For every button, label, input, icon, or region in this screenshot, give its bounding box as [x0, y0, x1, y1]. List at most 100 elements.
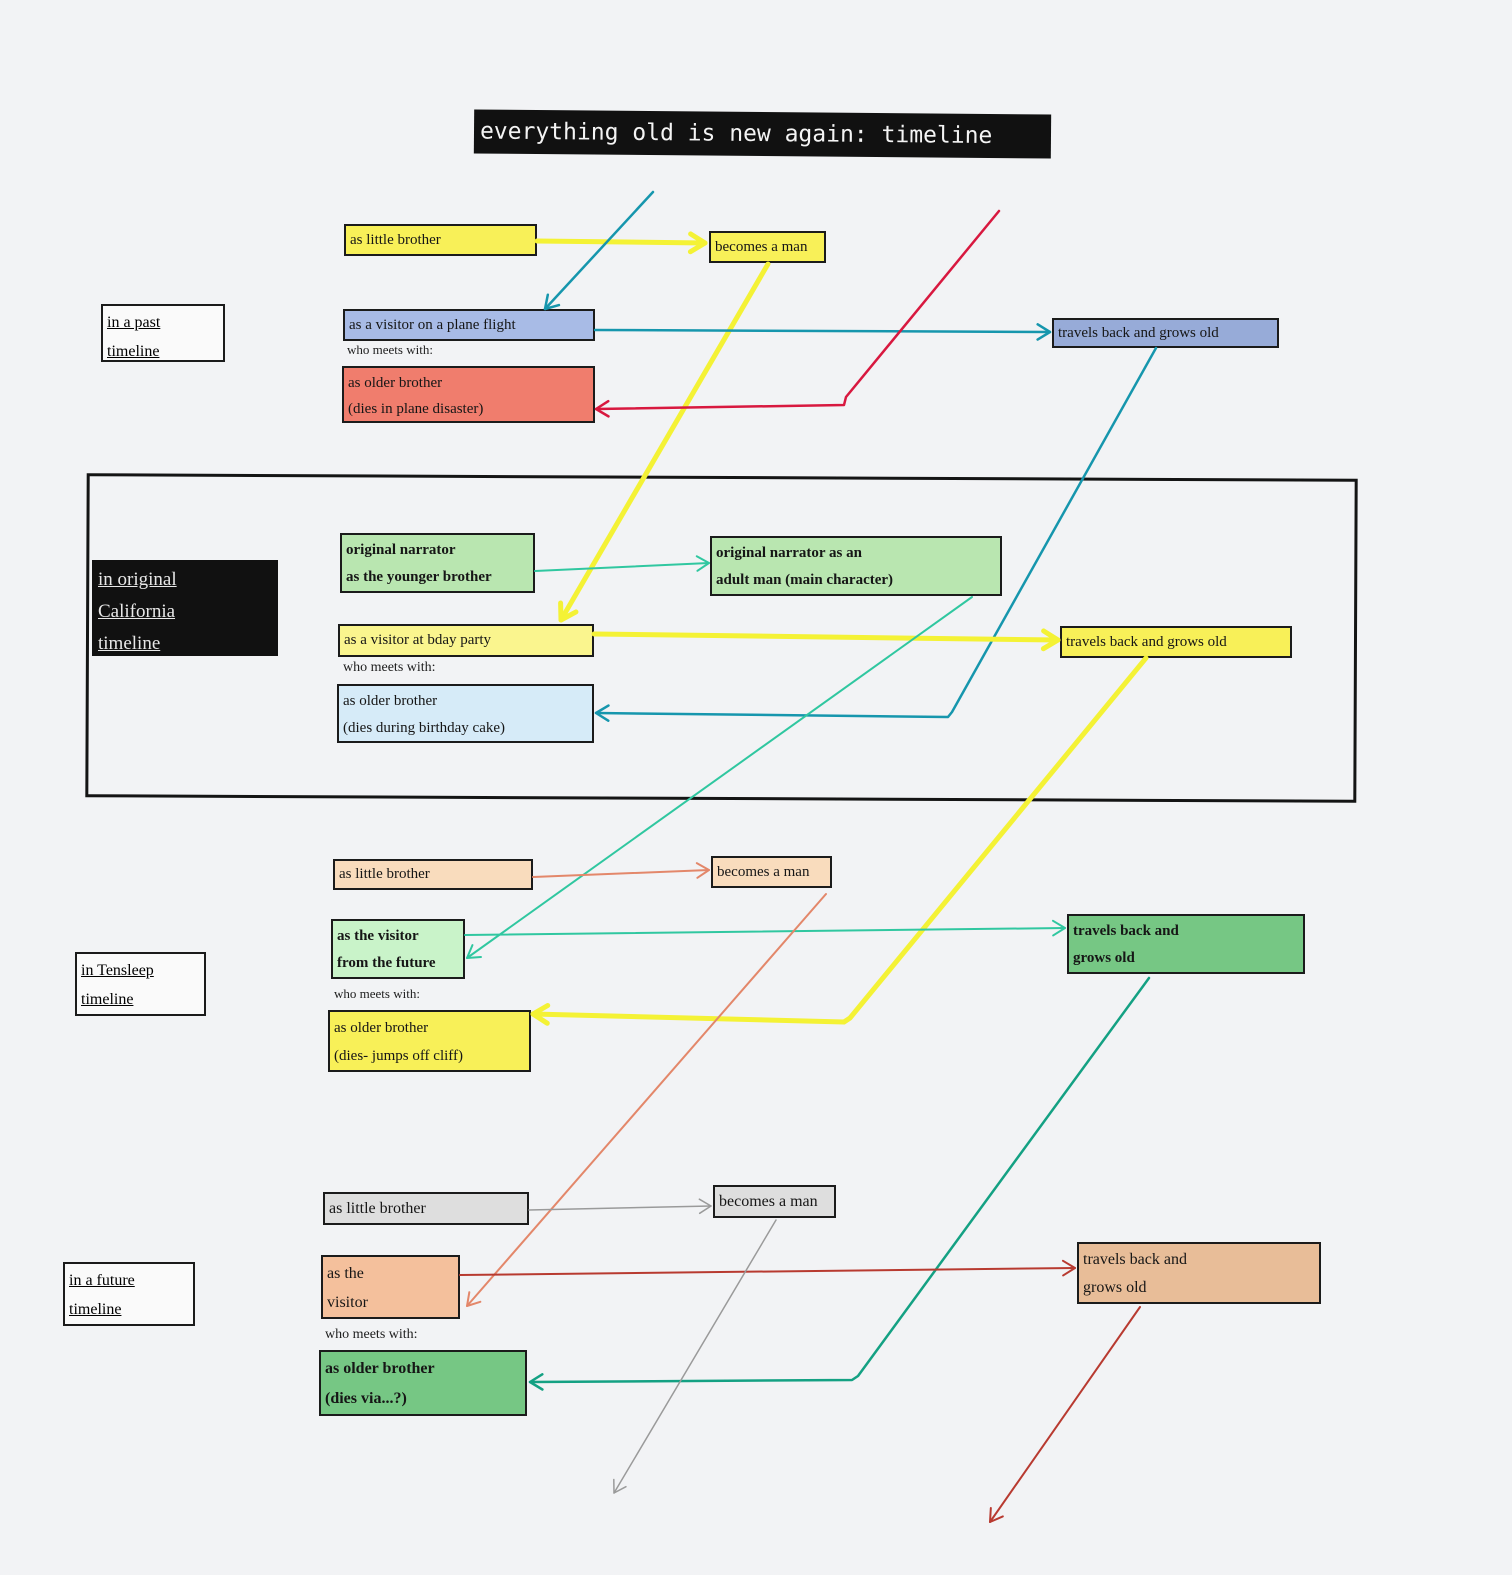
arrow-head: [695, 862, 710, 879]
timeline-label-line: in original: [98, 569, 177, 590]
connector-line: [534, 238, 708, 246]
arrow-fut-little-to-man: [528, 1198, 712, 1215]
box-fut-travels-back: travels back and grows old: [1077, 1242, 1321, 1304]
arrow-ten-little-to-man: [532, 862, 710, 879]
box-text: as a visitor at bday party: [344, 632, 492, 648]
box-cal-visitor: as a visitor at bday party: [338, 624, 594, 657]
connector-line: [543, 190, 655, 311]
box-text: as older brother: [343, 693, 438, 709]
box-fut-older-brother: as older brother (dies via...?): [319, 1350, 527, 1416]
timeline-label-line: in a future: [69, 1272, 135, 1289]
box-text: as the: [327, 1265, 364, 1282]
box-past-visitor: as a visitor on a plane flight: [343, 309, 595, 341]
box-ten-becomes-man: becomes a man: [711, 856, 832, 888]
connector-line: [613, 1219, 777, 1494]
box-cal-older-brother: as older brother (dies during birthday c…: [337, 684, 594, 743]
connector-line: [532, 869, 710, 878]
box-text: (dies- jumps off cliff): [334, 1048, 464, 1064]
box-text: travels back and grows old: [1058, 325, 1219, 341]
box-text: as the visitor: [337, 928, 419, 944]
box-fut-little-brother: as little brother: [323, 1192, 529, 1225]
meets-with-label: who meets with:: [334, 986, 420, 1001]
arrow-head: [687, 231, 708, 255]
box-text: as older brother: [334, 1020, 429, 1036]
timeline-label-tensleep: in Tensleep timeline: [75, 952, 206, 1016]
meets-with-label: who meets with:: [325, 1327, 418, 1342]
box-text: adult man (main character): [716, 572, 894, 588]
arrow-fut-visitor-to-travels: [459, 1259, 1076, 1277]
timeline-label-line: California: [98, 601, 176, 622]
arrow-fut-travels-to-below: [989, 1306, 1141, 1523]
box-text: as the younger brother: [346, 569, 492, 585]
box-text: as little brother: [350, 232, 441, 248]
connector-line: [528, 976, 1151, 1384]
timeline-label-line: timeline: [98, 633, 161, 654]
arrow-head: [698, 1198, 712, 1215]
box-past-little-brother: as little brother: [344, 224, 537, 256]
box-text: as older brother: [325, 1360, 435, 1377]
connector-line: [528, 1205, 712, 1211]
box-text: as little brother: [329, 1200, 426, 1217]
box-text: becomes a man: [715, 239, 808, 255]
box-text: grows old: [1083, 1279, 1147, 1296]
box-text: (dies in plane disaster): [348, 401, 484, 417]
arrow-head: [466, 1291, 482, 1307]
box-ten-travels-back: travels back and grows old: [1067, 914, 1305, 974]
box-text: (dies via...?): [325, 1390, 407, 1407]
meets-with-label: who meets with:: [343, 660, 436, 675]
box-text: visitor: [327, 1294, 368, 1311]
timeline-label-line: timeline: [107, 343, 160, 360]
timeline-label-line: timeline: [69, 1301, 122, 1318]
box-text: travels back and: [1073, 923, 1179, 939]
arrow-ten-travels-to-fut-older: [528, 976, 1151, 1391]
box-text: original narrator: [346, 542, 456, 558]
arrow-head: [543, 293, 561, 311]
box-text: (dies during birthday cake): [343, 720, 506, 736]
meets-with-label: who meets with:: [347, 342, 433, 357]
connector-line: [989, 1306, 1141, 1523]
timeline-label-line: in Tensleep: [81, 962, 154, 979]
box-past-travels-back: travels back and grows old: [1052, 318, 1279, 348]
box-text: as a visitor on a plane flight: [349, 317, 516, 333]
box-text: becomes a man: [717, 864, 810, 880]
arrow-head: [528, 1373, 544, 1391]
box-ten-visitor: as the visitor from the future: [331, 919, 465, 979]
box-cal-adult-man: original narrator as an adult man (main …: [710, 536, 1002, 596]
arrow-head: [989, 1507, 1004, 1523]
arrow-head: [594, 399, 610, 418]
arrow-head: [530, 1002, 551, 1026]
box-ten-little-brother: as little brother: [333, 859, 533, 890]
arrow-ten-visitor-to-travels: [464, 919, 1066, 937]
box-ten-older-brother: as older brother (dies- jumps off cliff): [328, 1010, 531, 1072]
arrow-past-little-to-man: [534, 231, 708, 255]
box-text: original narrator as an: [716, 545, 862, 561]
arrow-head: [1036, 323, 1052, 341]
arrow-fut-man-to-below: [613, 1219, 777, 1494]
box-text: as little brother: [339, 866, 430, 882]
box-past-older-brother: as older brother (dies in plane disaster…: [342, 366, 595, 423]
arrow-head: [613, 1478, 627, 1494]
timeline-label-line: timeline: [81, 991, 134, 1008]
arrow-past-visitor-to-travels: [593, 323, 1052, 341]
connector-line: [464, 927, 1066, 936]
arrow-top-teal-to-past-visitor: [543, 190, 655, 311]
box-text: travels back and grows old: [1066, 634, 1227, 650]
timeline-label-future: in a future timeline: [63, 1262, 195, 1326]
arrow-head: [1051, 919, 1066, 937]
box-cal-travels-back: travels back and grows old: [1060, 626, 1292, 658]
page-title: everything old is new again: timeline: [473, 109, 1052, 159]
timeline-label-past: in a past timeline: [101, 304, 225, 362]
timeline-label-line: in a past: [107, 314, 161, 331]
box-fut-visitor: as the visitor: [321, 1255, 460, 1319]
connector-line: [459, 1267, 1076, 1276]
arrow-head: [1061, 1259, 1076, 1277]
box-text: from the future: [337, 955, 436, 971]
box-text: grows old: [1073, 950, 1135, 966]
box-text: as older brother: [348, 375, 443, 391]
connector-line: [466, 893, 827, 1307]
arrow-head: [466, 944, 482, 959]
box-past-becomes-man: becomes a man: [709, 231, 826, 263]
timeline-label-california: in original California timeline: [92, 560, 278, 656]
box-text: travels back and: [1083, 1251, 1187, 1268]
